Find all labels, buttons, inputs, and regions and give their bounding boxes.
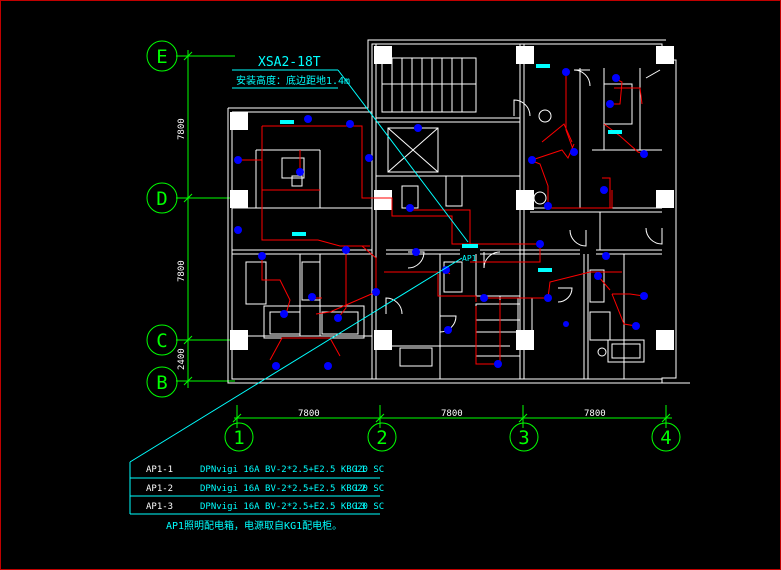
circuit-spec: DPNvigi 16A BV-2*2.5+E2.5 KBG20 SC bbox=[200, 465, 384, 475]
axis-bubble-2 bbox=[367, 422, 397, 452]
circuit-line: L1 bbox=[355, 465, 366, 475]
axis-label-row: C bbox=[156, 330, 167, 352]
callout-mount-height: 安装高度：底边距地1.4m bbox=[236, 74, 350, 87]
axis-bubble-3 bbox=[509, 422, 539, 452]
circuit-row: AP1-1 DPNvigi 16A BV-2*2.5+E2.5 KBG20 SC… bbox=[146, 465, 384, 475]
axis-label-row: D bbox=[156, 188, 167, 210]
circuit-row: AP1-2 DPNvigi 16A BV-2*2.5+E2.5 KBG20 SC… bbox=[146, 484, 384, 494]
circuit-id: AP1-2 bbox=[146, 484, 173, 494]
structural-columns bbox=[230, 46, 674, 350]
axis-grid bbox=[146, 40, 681, 452]
axis-label-row: B bbox=[156, 372, 167, 394]
axis-bubble-4 bbox=[651, 422, 681, 452]
col-dimension: 7800 bbox=[584, 409, 606, 419]
callout-leaders bbox=[129, 69, 469, 515]
circuit-line: L2 bbox=[355, 484, 366, 494]
panel-note: AP1照明配电箱，电源取自KG1配电柜。 bbox=[166, 519, 342, 532]
axis-bubble-B bbox=[146, 366, 178, 398]
circuit-spec: DPNvigi 16A BV-2*2.5+E2.5 KBG20 SC bbox=[200, 484, 384, 494]
axis-bubble-E bbox=[146, 40, 178, 72]
axis-label-col: 2 bbox=[376, 427, 387, 449]
axis-bubble-1 bbox=[224, 422, 254, 452]
axis-label-col: 4 bbox=[660, 427, 671, 449]
circuit-line: L3 bbox=[355, 502, 366, 512]
circuit-id: AP1-1 bbox=[146, 465, 173, 475]
axis-bubble-C bbox=[146, 324, 178, 356]
circuit-row: AP1-3 DPNvigi 16A BV-2*2.5+E2.5 KBG20 SC… bbox=[146, 502, 384, 512]
axis-label-row: E bbox=[156, 46, 167, 68]
electrical-devices bbox=[234, 68, 648, 370]
axis-bubble-D bbox=[146, 182, 178, 214]
axis-label-col: 1 bbox=[233, 427, 244, 449]
axis-label-col: 3 bbox=[518, 427, 529, 449]
col-dimension: 7800 bbox=[298, 409, 320, 419]
callout-model: XSA2-18T bbox=[258, 55, 321, 70]
panel-label: AP1 bbox=[462, 254, 477, 263]
col-dimension: 7800 bbox=[441, 409, 463, 419]
wiring-runs bbox=[240, 74, 645, 365]
row-dimension: 2400 bbox=[177, 348, 187, 370]
circuit-id: AP1-3 bbox=[146, 502, 173, 512]
circuit-schedule: AP1-1 DPNvigi 16A BV-2*2.5+E2.5 KBG20 SC… bbox=[146, 465, 384, 512]
row-dimension: 7800 bbox=[177, 118, 187, 140]
row-dimension: 7800 bbox=[177, 260, 187, 282]
circuit-spec: DPNvigi 16A BV-2*2.5+E2.5 KBG20 SC bbox=[200, 502, 384, 512]
lamp-fixtures bbox=[280, 64, 622, 272]
